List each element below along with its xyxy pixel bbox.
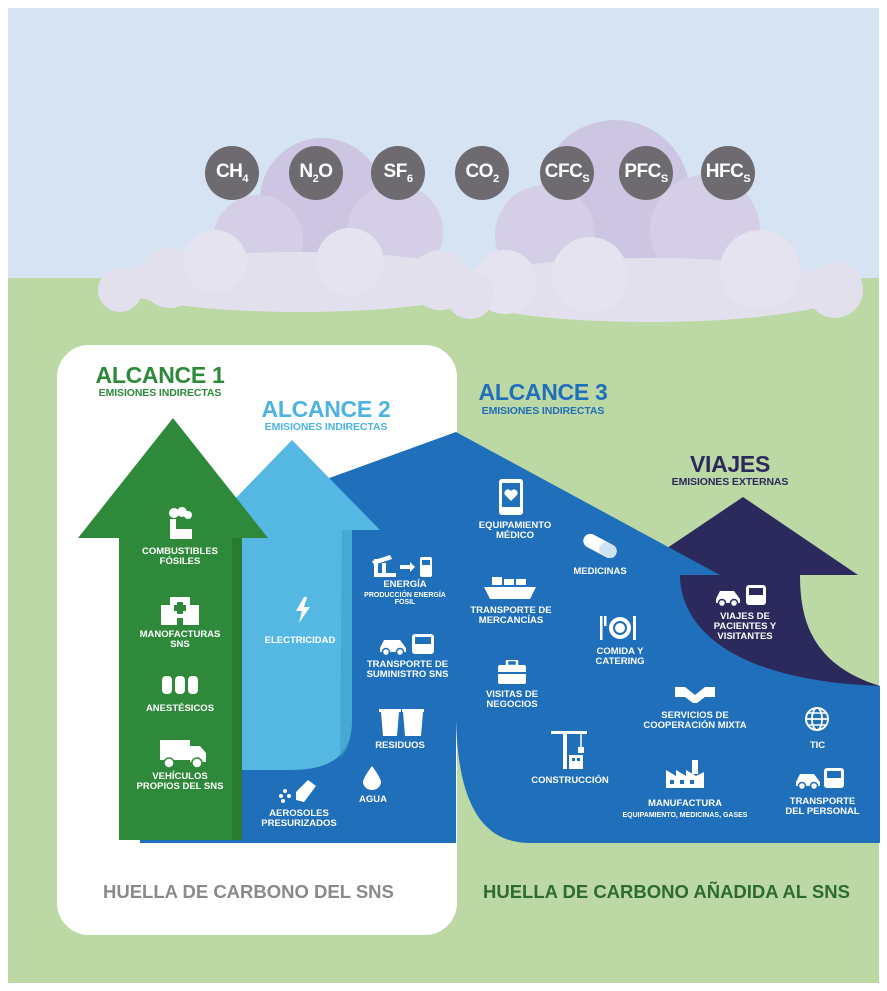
scope3-item-medicines: MEDICINAS xyxy=(573,566,627,577)
gas-bubble: PFCS xyxy=(619,146,673,200)
medical-device-heart-icon xyxy=(499,479,523,515)
gas-bubble: N2O xyxy=(289,146,343,200)
hospital-building-icon xyxy=(161,597,199,625)
scope3-subtitle: EMISIONES INDIRECTAS xyxy=(481,405,605,417)
cargo-ship-icon xyxy=(484,577,536,599)
truck-icon xyxy=(160,740,206,768)
aerosol-icon xyxy=(279,780,316,803)
plate-cutlery-icon xyxy=(600,616,636,640)
footer-sns-footprint: HUELLA DE CARBONO DEL SNS xyxy=(103,881,394,902)
crane-icon xyxy=(551,731,587,769)
scope3-item-manufacturing-detail: EQUIPAMIENTO, MEDICINAS, GASES xyxy=(622,812,748,819)
car-bus-staff-icon xyxy=(796,768,844,790)
factory-icon xyxy=(666,760,704,788)
cloud-left xyxy=(98,138,490,312)
gas-bubble: SF6 xyxy=(371,146,425,200)
oil-pump-fuel-icon xyxy=(372,555,432,577)
scope1-shape xyxy=(78,418,268,840)
scope3-title: ALCANCE 3 xyxy=(478,379,608,405)
recycle-bins-icon xyxy=(379,709,424,736)
scope1-title: ALCANCE 1 xyxy=(95,362,225,388)
scope2-item-electricity: ELECTRICIDAD xyxy=(264,635,336,646)
scope3-item-energy-detail: PRODUCCIÓN ENERGÍA FOSIL xyxy=(364,592,446,607)
gas-formula: SF6 xyxy=(383,161,413,185)
briefcase-icon xyxy=(498,660,526,684)
car-bus-icon xyxy=(380,634,434,656)
scope3-item-aerosols: AEROSOLES PRESURIZADOS xyxy=(261,808,337,829)
gas-bubble: CO2 xyxy=(455,146,509,200)
gas-cylinders-icon xyxy=(162,676,198,694)
water-drop-icon xyxy=(363,766,381,790)
travel-item-patients-visitors: VIAJES DE PACIENTES Y VISITANTES xyxy=(713,611,777,642)
globe-icon xyxy=(805,707,829,731)
lightning-bolt-icon xyxy=(296,597,310,623)
gas-formula: N2O xyxy=(299,161,333,185)
scope1-subtitle: EMISIONES INDIRECTAS xyxy=(98,387,222,399)
factory-smoke-icon xyxy=(169,507,192,539)
scope3-item-business-visits: VISITAS DE NEGOCIOS xyxy=(485,689,539,710)
scope1-item-manufactures: MANOFACTURAS SNS xyxy=(139,629,221,650)
scope3-item-staff-transport: TRANSPORTE DEL PERSONAL xyxy=(785,796,860,817)
gas-bubble: CH4 xyxy=(205,146,259,200)
scope3-item-ict: TIC xyxy=(809,740,826,751)
travel-subtitle: EMISIONES EXTERNAS xyxy=(671,476,789,488)
scope3-item-construction: CONSTRUCCIÓN xyxy=(531,775,609,786)
scope3-item-water: AGUA xyxy=(359,794,387,805)
scope1-item-anesthetics: ANESTÉSICOS xyxy=(145,703,215,714)
scope3-item-goods-transport: TRANSPORTE DE MERCANCÍAS xyxy=(470,605,552,626)
gas-bubble: CFCS xyxy=(540,146,594,200)
handshake-icon xyxy=(675,687,715,703)
scope3-item-supply-transport: TRANSPORTE DE SUMINISTRO SNS xyxy=(366,659,449,680)
gas-formula: CO2 xyxy=(465,161,499,185)
pill-capsule-icon xyxy=(583,534,617,558)
car-bus-travel-icon xyxy=(716,585,766,607)
scope2-subtitle: EMISIONES INDIRECTAS xyxy=(264,421,388,433)
gas-formula: CH4 xyxy=(215,161,249,185)
scope2-title: ALCANCE 2 xyxy=(261,396,391,422)
gas-bubble: HFCS xyxy=(701,146,755,200)
scope3-item-manufacturing: MANUFACTURA xyxy=(648,798,722,809)
scope2-shadow xyxy=(340,530,352,758)
travel-title: VIAJES xyxy=(689,451,770,477)
gas-formula: HFCS xyxy=(705,161,751,185)
scope1-item-vehicles: VEHÍCULOS PROPIOS DEL SNS xyxy=(136,771,224,792)
gas-formula: CFCS xyxy=(544,161,590,185)
footer-added-footprint: HUELLA DE CARBONO AÑADIDA AL SNS xyxy=(483,881,850,902)
scope1-item-fuels: COMBUSTIBLES FÓSILES xyxy=(142,546,218,567)
scope3-item-food-catering: COMIDA Y CATERING xyxy=(595,646,645,667)
scope1-shadow xyxy=(232,538,242,840)
scope3-item-medical-equipment: EQUIPAMIENTO MÉDICO xyxy=(478,520,552,541)
scope3-item-mixed-cooperation: SERVICIOS DE COOPERACIÓN MIXTA xyxy=(643,710,747,731)
scope3-item-waste: RESIDUOS xyxy=(375,740,425,751)
scope3-item-energy: ENERGÍA xyxy=(383,579,427,590)
gas-formula: PFCS xyxy=(624,161,668,185)
